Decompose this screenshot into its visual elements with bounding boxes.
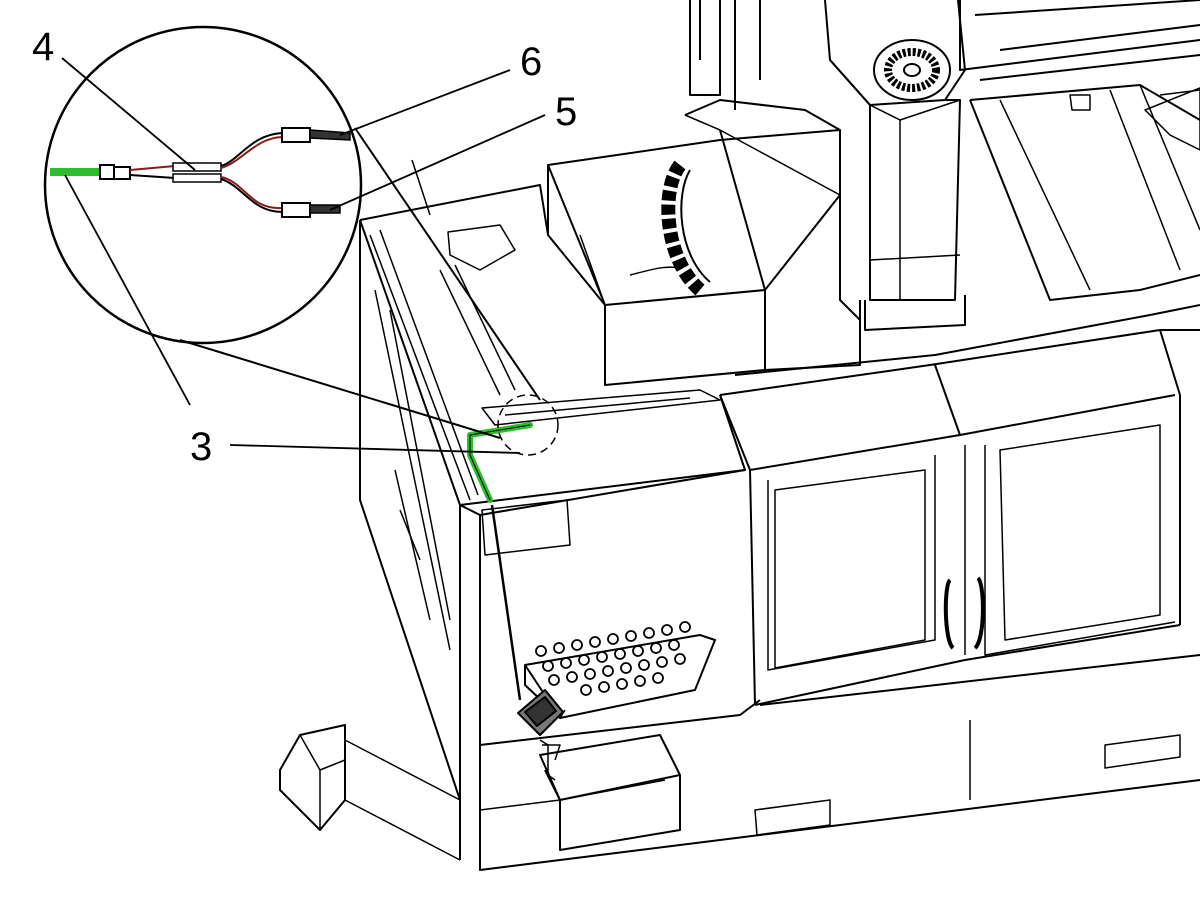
foot-pedal <box>517 689 564 781</box>
leader-6 <box>339 69 511 136</box>
leader-3 <box>64 174 191 406</box>
magnifier-leader-top <box>354 127 541 401</box>
left-enclosure-side <box>359 220 461 860</box>
callout-3: 3 <box>190 425 212 469</box>
fan-grille <box>873 39 951 101</box>
callout-5: 5 <box>555 90 577 134</box>
machine-base <box>479 654 1200 870</box>
tool-changer <box>547 99 861 386</box>
callout-4: 4 <box>32 25 54 69</box>
callout-6: 6 <box>520 40 542 84</box>
connector-5-icon <box>281 202 311 218</box>
lower-step <box>539 734 681 851</box>
connector-6-icon <box>281 127 311 143</box>
front-door-section <box>719 304 1200 706</box>
cable-detail <box>50 127 351 218</box>
left-enclosure-top <box>359 159 746 506</box>
leader-4 <box>61 57 196 171</box>
leader-5 <box>329 114 546 211</box>
leveling-block <box>279 724 461 861</box>
magnifier-leader-bottom <box>179 339 501 439</box>
right-enclosure-panels <box>969 84 1200 301</box>
magnified-detail-circle <box>43 25 363 345</box>
cable-route-highlight <box>467 422 533 701</box>
detail-circle-target <box>497 394 559 456</box>
callout-leaders <box>61 57 546 454</box>
spindle-head <box>824 0 966 350</box>
tray-holes <box>535 621 691 696</box>
door-handles <box>943 576 985 650</box>
leader-3-to-machine <box>229 444 521 454</box>
